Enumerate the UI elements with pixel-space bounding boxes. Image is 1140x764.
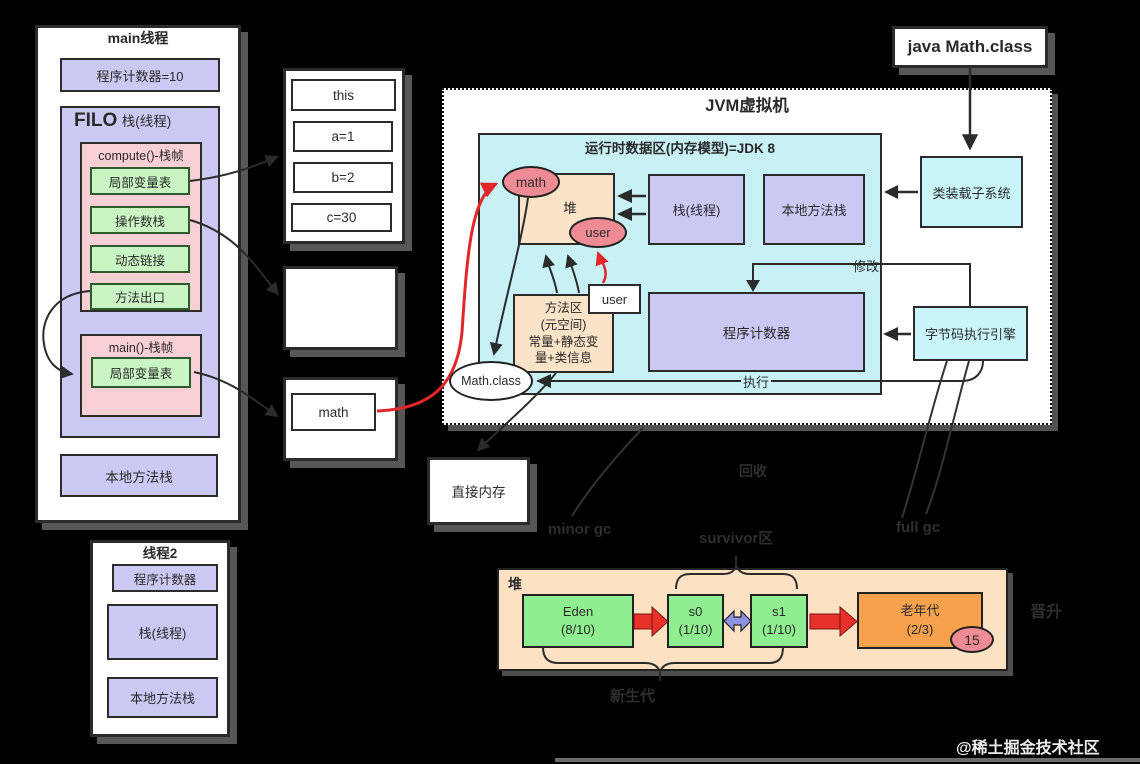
jvm-stack-box: 栈(线程) [648, 174, 745, 245]
compute-frame-title: compute()-栈帧 [98, 148, 184, 163]
main-frame-title: main()-栈帧 [108, 340, 174, 355]
eden-box: Eden (8/10) [522, 594, 634, 648]
math-ref-box: math [291, 393, 376, 431]
thread2-stack: 栈(线程) [107, 604, 218, 660]
native-method-stack: 本地方法栈 [60, 454, 218, 497]
old-gen-box: 老年代 (2/3) [857, 592, 983, 649]
old-gen-name: 老年代 [900, 603, 940, 619]
stack-thread-label: 栈(线程) [121, 114, 172, 129]
pc-register-box: 程序计数器=10 [60, 58, 220, 92]
method-exit: 方法出口 [90, 283, 190, 310]
bytecode-exec-engine: 字节码执行引擎 [913, 306, 1028, 361]
eden-name: Eden [562, 603, 594, 619]
jvm-pc-box: 程序计数器 [648, 292, 865, 372]
main-local-var-table: 局部变量表 [91, 357, 191, 388]
direct-memory-box: 直接内存 [427, 457, 530, 525]
s1-box: s1 (1/10) [750, 594, 808, 648]
var-a-box: a=1 [293, 121, 393, 152]
annotation-young-gen: 新生代 [610, 688, 656, 705]
bottom-strip [555, 758, 1140, 762]
math-class-ellipse: Math.class [449, 361, 533, 401]
modify-label: 修改 [853, 259, 880, 274]
empty-operand-box [283, 266, 398, 350]
java-class-file-box: java Math.class [892, 26, 1048, 68]
thread2-native-stack: 本地方法栈 [107, 677, 218, 718]
class-loader-subsystem: 类装载子系统 [920, 156, 1023, 228]
s0-name: s0 [688, 603, 703, 619]
annotation-full-gc: full gc [896, 519, 941, 536]
s1-name: s1 [772, 603, 786, 619]
method-area-line4: 量+类信息 [534, 351, 593, 366]
jvm-heap-label: 堆 [563, 201, 577, 216]
operand-stack: 操作数栈 [90, 206, 190, 234]
execute-label: 执行 [741, 372, 772, 391]
user-object-ellipse: user [569, 217, 627, 248]
method-area-line1: 方法区 [544, 300, 583, 315]
annotation-promote: 晋升 [1030, 604, 1063, 621]
annotation-recycle: 回收 [739, 463, 767, 479]
user-ref-white-box: user [588, 284, 641, 314]
heap-detail-title: 堆 [508, 576, 522, 592]
s0-box: s0 (1/10) [667, 594, 724, 648]
s0-cap: (1/10) [678, 622, 713, 637]
dynamic-link: 动态链接 [90, 245, 190, 273]
var-b-box: b=2 [293, 162, 393, 193]
s1-cap: (1/10) [762, 622, 796, 637]
filo-label: FILO [74, 110, 118, 131]
method-area-line3: 常量+静态变 [528, 334, 599, 349]
thread2-pc: 程序计数器 [112, 564, 218, 592]
gen-age-badge: 15 [950, 626, 994, 653]
jvm-title: JVM虚拟机 [705, 97, 789, 115]
this-box: this [291, 79, 396, 111]
eden-cap: (8/10) [561, 622, 595, 637]
runtime-area-title: 运行时数据区(内存模型)=JDK 8 [584, 140, 776, 156]
watermark: @稀土掘金技术社区 [956, 740, 1100, 757]
var-c-box: c=30 [291, 203, 392, 232]
local-var-table: 局部变量表 [90, 167, 190, 195]
thread2-title: 线程2 [142, 546, 178, 561]
method-area-line2: (元空间) [540, 317, 587, 332]
filo-title: FILO 栈(线程) [74, 110, 224, 132]
annotation-minor-gc: minor gc [548, 521, 612, 538]
old-gen-cap: (2/3) [906, 621, 934, 637]
jvm-native-stack-box: 本地方法栈 [763, 174, 865, 245]
annotation-survivor: survivor区 [699, 530, 774, 547]
main-thread-title: main线程 [107, 30, 169, 46]
math-object-ellipse: math [502, 166, 560, 198]
